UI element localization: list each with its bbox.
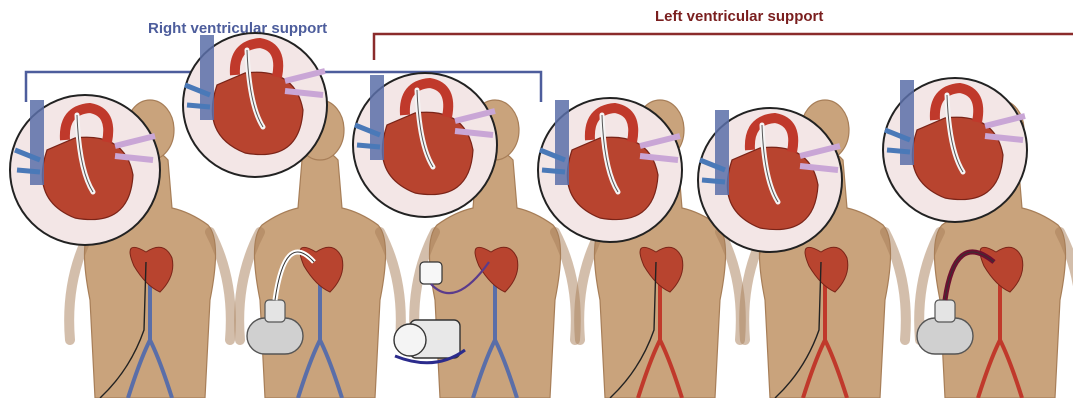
controller-box <box>420 262 442 284</box>
pump-head <box>265 300 285 322</box>
left-support-bracket <box>374 34 1073 60</box>
motor-wheel <box>394 324 426 356</box>
pump-head <box>935 300 955 322</box>
pump-device <box>917 318 973 354</box>
panel-rv-2 <box>183 33 401 398</box>
pump-device <box>247 318 303 354</box>
panel-lv-3 <box>883 78 1073 398</box>
